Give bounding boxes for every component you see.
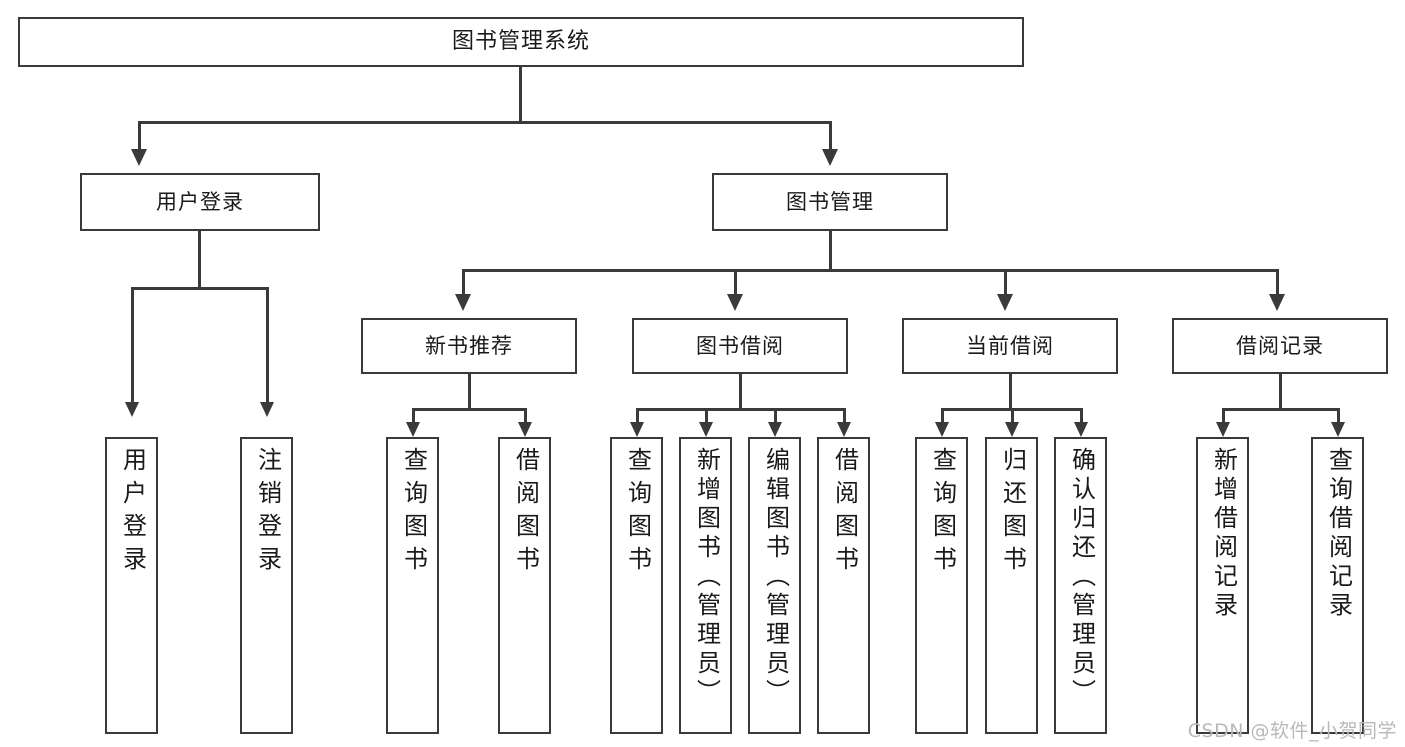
leaf-node-query-book-new-books[interactable]: 查询图书 bbox=[386, 437, 439, 734]
connector-level3-bus bbox=[462, 269, 1279, 272]
connector-root-bus bbox=[138, 121, 831, 124]
leaf-node-borrow-book-new-books[interactable]: 借阅图书 bbox=[498, 437, 551, 734]
connector-borrow-records-stem bbox=[1279, 374, 1282, 410]
node-label: 新书推荐 bbox=[425, 333, 513, 358]
connector-drop-current-borrow bbox=[1004, 269, 1007, 294]
leaf-node-confirm-return-admin[interactable]: 确认归还（管理员） bbox=[1054, 437, 1107, 734]
leaf-node-add-borrow-record[interactable]: 新增借阅记录 bbox=[1196, 437, 1249, 734]
connector-drop-book-management bbox=[829, 121, 832, 149]
arrow-to-current-borrow bbox=[997, 294, 1013, 311]
connector-drop-nb-leaf-1 bbox=[412, 408, 415, 422]
connector-drop-user-login-leaf-2 bbox=[266, 287, 269, 402]
arrow-to-borrow-records bbox=[1269, 294, 1285, 311]
arrow-to-leaf-logout bbox=[260, 402, 274, 417]
node-label: 用户登录 bbox=[118, 447, 147, 579]
connector-new-books-bus bbox=[412, 408, 526, 411]
connector-drop-cb-leaf-2 bbox=[1011, 408, 1014, 422]
arrow-to-leaf-return-book bbox=[1005, 422, 1019, 437]
node-label: 新增借阅记录 bbox=[1209, 447, 1238, 621]
arrow-to-leaf-borrow-book-bb bbox=[837, 422, 851, 437]
connector-drop-user-login-leaf-1 bbox=[131, 287, 134, 402]
node-label: 查询图书 bbox=[623, 447, 652, 579]
arrow-to-leaf-query-book-nb bbox=[406, 422, 420, 437]
connector-drop-br-leaf-2 bbox=[1337, 408, 1340, 422]
arrow-to-leaf-add-book bbox=[699, 422, 713, 437]
node-label: 借阅记录 bbox=[1236, 333, 1324, 358]
connector-drop-bb-leaf-3 bbox=[774, 408, 777, 422]
arrow-to-user-login bbox=[131, 149, 147, 166]
leaf-node-query-book-current[interactable]: 查询图书 bbox=[915, 437, 968, 734]
leaf-node-edit-book-admin[interactable]: 编辑图书（管理员） bbox=[748, 437, 801, 734]
node-label: 用户登录 bbox=[156, 189, 244, 214]
arrow-to-book-management bbox=[822, 149, 838, 166]
node-label: 当前借阅 bbox=[966, 333, 1054, 358]
node-borrowing-records[interactable]: 借阅记录 bbox=[1172, 318, 1388, 374]
node-user-login[interactable]: 用户登录 bbox=[80, 173, 320, 231]
leaf-node-query-book-borrow[interactable]: 查询图书 bbox=[610, 437, 663, 734]
leaf-node-borrow-book-borrow[interactable]: 借阅图书 bbox=[817, 437, 870, 734]
node-label: 确认归还（管理员） bbox=[1067, 447, 1096, 708]
node-label: 借阅图书 bbox=[830, 447, 859, 579]
node-label: 归还图书 bbox=[998, 447, 1027, 579]
node-new-book-recommendation[interactable]: 新书推荐 bbox=[361, 318, 577, 374]
connector-drop-book-borrow bbox=[734, 269, 737, 294]
node-label: 查询图书 bbox=[399, 447, 428, 579]
node-book-management[interactable]: 图书管理 bbox=[712, 173, 948, 231]
connector-drop-br-leaf-1 bbox=[1222, 408, 1225, 422]
connector-drop-bb-leaf-4 bbox=[843, 408, 846, 422]
connector-new-books-stem bbox=[468, 374, 471, 410]
connector-borrow-records-bus bbox=[1222, 408, 1339, 411]
node-label: 借阅图书 bbox=[511, 447, 540, 579]
connector-drop-user-login bbox=[138, 121, 141, 149]
connector-user-login-bus bbox=[131, 287, 268, 290]
leaf-node-add-book-admin[interactable]: 新增图书（管理员） bbox=[679, 437, 732, 734]
leaf-node-query-borrow-record[interactable]: 查询借阅记录 bbox=[1311, 437, 1364, 734]
node-label: 图书借阅 bbox=[696, 333, 784, 358]
connector-user-login-stem bbox=[198, 231, 201, 289]
arrow-to-leaf-query-record bbox=[1331, 422, 1345, 437]
connector-book-borrow-bus bbox=[636, 408, 846, 411]
node-current-borrowing[interactable]: 当前借阅 bbox=[902, 318, 1118, 374]
connector-root-stem bbox=[519, 67, 522, 122]
arrow-to-new-books bbox=[455, 294, 471, 311]
node-label: 图书管理系统 bbox=[451, 29, 590, 55]
arrow-to-leaf-query-book-bb bbox=[630, 422, 644, 437]
node-label: 查询借阅记录 bbox=[1324, 447, 1353, 621]
arrow-to-leaf-borrow-book-nb bbox=[518, 422, 532, 437]
node-label: 新增图书（管理员） bbox=[692, 447, 721, 708]
node-root-book-management-system[interactable]: 图书管理系统 bbox=[18, 17, 1024, 67]
leaf-node-logout[interactable]: 注销登录 bbox=[240, 437, 293, 734]
arrow-to-leaf-confirm-return bbox=[1074, 422, 1088, 437]
arrow-to-book-borrow bbox=[727, 294, 743, 311]
node-label: 编辑图书（管理员） bbox=[761, 447, 790, 708]
connector-drop-nb-leaf-2 bbox=[524, 408, 527, 422]
connector-drop-bb-leaf-2 bbox=[705, 408, 708, 422]
connector-drop-bb-leaf-1 bbox=[636, 408, 639, 422]
node-label: 注销登录 bbox=[253, 447, 282, 579]
connector-drop-cb-leaf-3 bbox=[1080, 408, 1083, 422]
arrow-to-leaf-user-login bbox=[125, 402, 139, 417]
leaf-node-return-book[interactable]: 归还图书 bbox=[985, 437, 1038, 734]
connector-book-borrow-stem bbox=[739, 374, 742, 410]
leaf-node-user-login[interactable]: 用户登录 bbox=[105, 437, 158, 734]
connector-book-management-stem bbox=[829, 231, 832, 271]
arrow-to-leaf-add-record bbox=[1216, 422, 1230, 437]
connector-current-borrow-stem bbox=[1009, 374, 1012, 410]
node-label: 图书管理 bbox=[786, 189, 874, 214]
connector-drop-cb-leaf-1 bbox=[941, 408, 944, 422]
node-label: 查询图书 bbox=[928, 447, 957, 579]
connector-drop-new-books bbox=[462, 269, 465, 294]
connector-drop-borrow-records bbox=[1276, 269, 1279, 294]
arrow-to-leaf-query-book-cb bbox=[935, 422, 949, 437]
node-book-borrowing[interactable]: 图书借阅 bbox=[632, 318, 848, 374]
arrow-to-leaf-edit-book bbox=[768, 422, 782, 437]
